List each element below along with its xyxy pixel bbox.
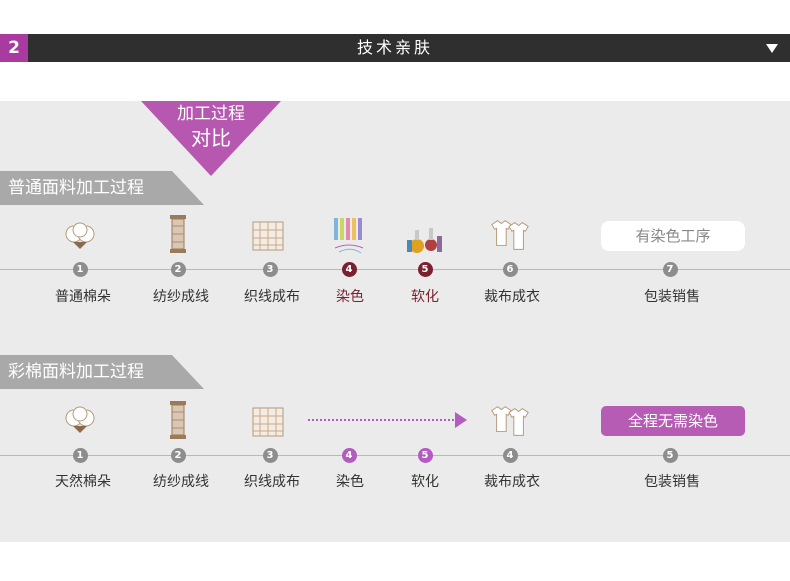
step-number: 3 xyxy=(262,262,278,277)
step-number: 3 xyxy=(262,448,278,463)
step-label: 裁布成衣 xyxy=(484,289,540,305)
fabric-icon xyxy=(246,214,290,258)
compare-banner-text: 加工过程 对比 xyxy=(141,103,281,151)
section1-title: 普通面料加工过程 xyxy=(0,171,204,205)
step-number: 5 xyxy=(662,448,678,463)
cotton-icon xyxy=(58,214,102,258)
note-no-dyeing: 全程无需染色 xyxy=(601,406,745,436)
step-label: 织线成布 xyxy=(244,289,300,305)
step-number: 4 xyxy=(341,448,357,463)
step-label: 织线成布 xyxy=(244,474,300,490)
tshirt-icon xyxy=(488,214,532,258)
step-label: 包装销售 xyxy=(644,474,700,490)
skip-arrow-line xyxy=(308,419,458,421)
section2-title: 彩棉面料加工过程 xyxy=(0,355,204,389)
step-label: 天然棉朵 xyxy=(55,474,111,490)
step-label: 染色 xyxy=(336,474,364,490)
step-label: 软化 xyxy=(411,289,439,305)
step-number: 5 xyxy=(417,262,433,277)
triangle-down-icon[interactable] xyxy=(766,44,778,53)
step-number: 2 xyxy=(170,262,186,277)
section2-timeline xyxy=(0,455,790,456)
section1-timeline xyxy=(0,269,790,270)
step-label: 裁布成衣 xyxy=(484,474,540,490)
step-label: 纺纱成线 xyxy=(153,474,209,490)
step-number: 1 xyxy=(72,262,88,277)
step-number: 4 xyxy=(341,262,357,277)
fabric-icon xyxy=(246,400,290,444)
step-label: 普通棉朵 xyxy=(55,289,111,305)
step-number: 4 xyxy=(502,448,518,463)
section-title: 技术亲肤 xyxy=(356,38,433,57)
tshirt-icon xyxy=(488,400,532,444)
step-label: 软化 xyxy=(411,474,439,490)
step-number: 5 xyxy=(417,448,433,463)
section-number: 2 xyxy=(0,34,28,62)
section-header: 2 技术亲肤 xyxy=(0,34,790,62)
dye-icon xyxy=(327,214,371,258)
cotton-icon xyxy=(58,398,102,442)
spool-icon xyxy=(156,212,200,256)
arrow-right-icon xyxy=(455,412,467,428)
note-has-dyeing: 有染色工序 xyxy=(601,221,745,251)
compare-banner xyxy=(141,101,281,176)
step-number: 2 xyxy=(170,448,186,463)
compare-banner-line1: 加工过程 xyxy=(177,104,245,124)
step-label: 包装销售 xyxy=(644,289,700,305)
step-number: 6 xyxy=(502,262,518,277)
step-label: 染色 xyxy=(336,289,364,305)
compare-banner-line2: 对比 xyxy=(191,126,231,150)
step-label: 纺纱成线 xyxy=(153,289,209,305)
step-number: 1 xyxy=(72,448,88,463)
spool-icon xyxy=(156,398,200,442)
chemical-icon xyxy=(403,214,447,258)
step-number: 7 xyxy=(662,262,678,277)
